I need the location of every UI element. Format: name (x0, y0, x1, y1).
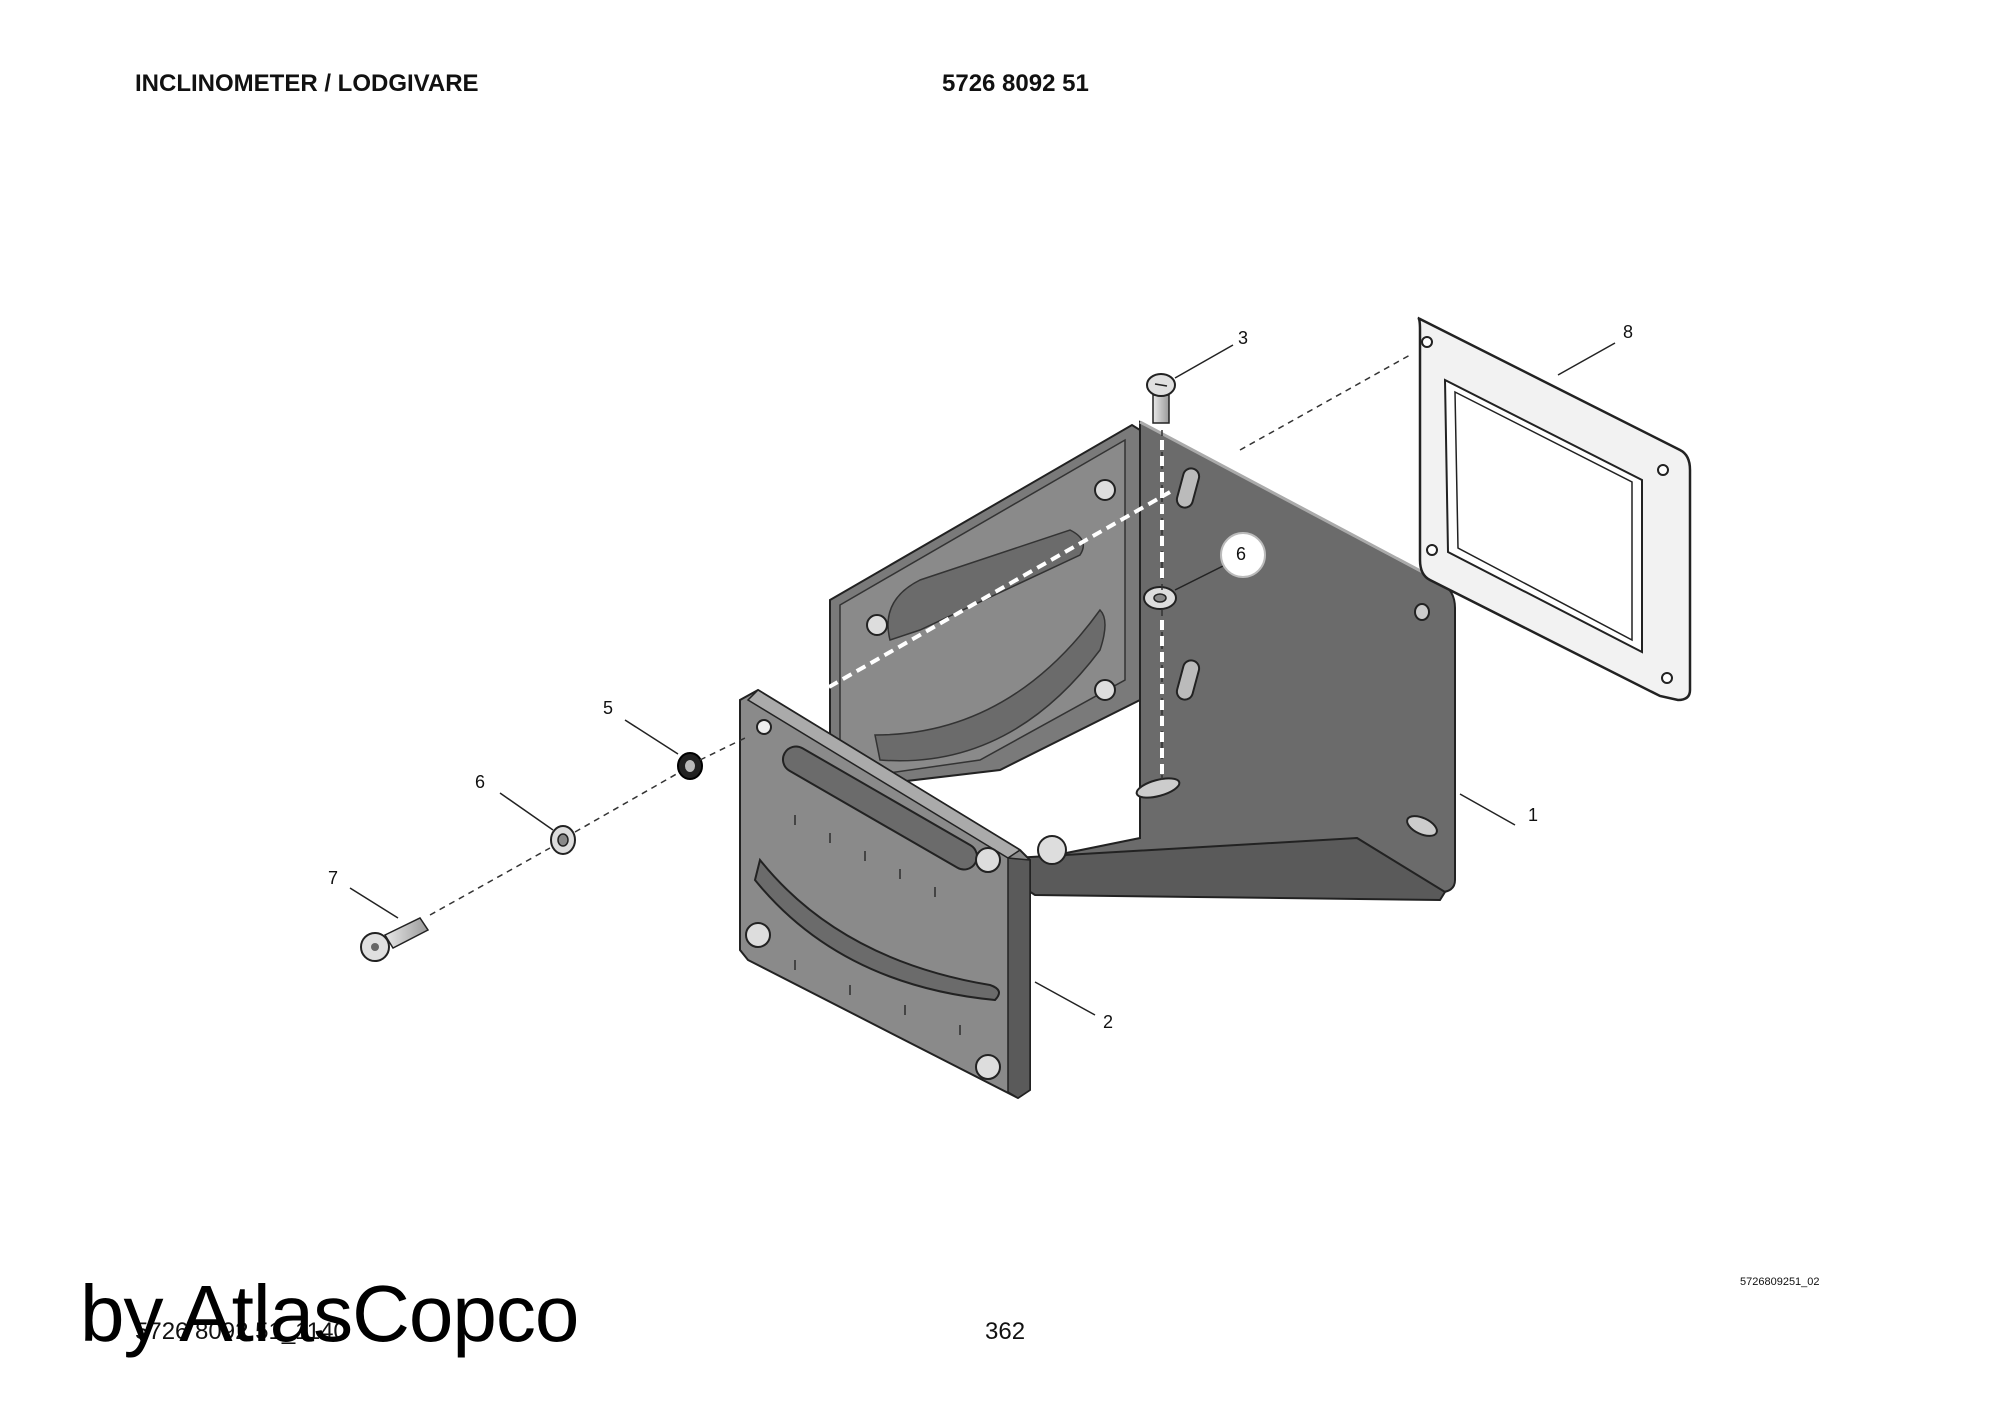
washer-part-6-lower (550, 825, 576, 855)
inclinometer-rear-plate (829, 423, 1141, 792)
callout-6-upper: 6 (1236, 544, 1247, 564)
callout-6-highlight-circle (1220, 532, 1266, 578)
callout-8: 8 (1623, 322, 1634, 342)
callout-2: 2 (1103, 1012, 1114, 1032)
callout-7: 7 (328, 868, 339, 888)
document-title: INCLINOMETER / LODGIVARE (135, 70, 479, 97)
callout-6-lower: 6 (475, 772, 486, 792)
page-number: 362 (985, 1318, 1026, 1345)
callout-1: 1 (1528, 805, 1539, 825)
drawing-id: 5726809251_02 (1740, 1276, 1820, 1288)
callout-3: 3 (1238, 328, 1249, 348)
bolt-part-7 (360, 917, 430, 962)
leader-lines (349, 342, 1616, 1016)
assembly-line-white (814, 440, 1171, 775)
inclinometer-plate-part-2 (739, 688, 1067, 1100)
callout-5: 5 (603, 698, 614, 718)
washer-part-5 (677, 752, 703, 780)
bracket-part-1 (976, 420, 1456, 902)
watermark: by AtlasCopco (80, 1269, 579, 1358)
washer-part-6-upper (1143, 586, 1177, 610)
gasket-part-8 (1417, 316, 1692, 702)
part-number: 5726 8092 51 (942, 70, 1089, 97)
screw-part-3 (1146, 373, 1176, 424)
footer-code: 5726 8092 51_1140 (135, 1318, 347, 1345)
